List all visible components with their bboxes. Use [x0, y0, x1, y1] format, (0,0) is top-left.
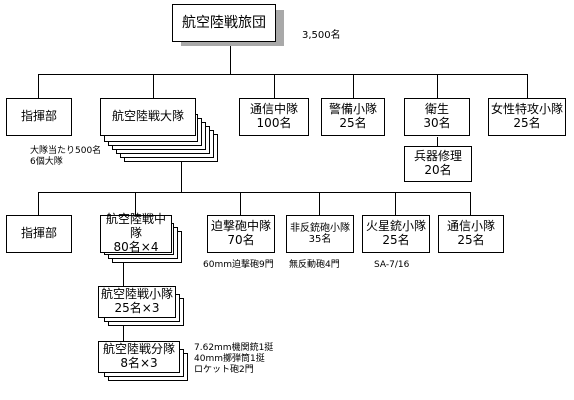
recoilless-note: 無反動砲4門 — [289, 260, 340, 270]
company-count: 80名×4 — [113, 239, 159, 254]
signal-platoon-box: 通信小隊 25名 — [438, 215, 504, 253]
mortar-note: 60mm迫撃砲9門 — [203, 260, 274, 270]
company-name: 航空陸戦中隊 — [105, 212, 166, 241]
battalion-box: 航空陸戦大隊 — [100, 98, 196, 136]
battalion-note: 大隊当たり500名 6個大隊 — [30, 146, 101, 168]
signal-company-count: 100名 — [256, 116, 292, 130]
company-box: 航空陸戦中隊 80名×4 — [100, 212, 172, 254]
recoilless-platoon-box: 非反銃砲小隊 35名 — [286, 215, 354, 253]
female-platoon-name: 女性特攻小隊 — [490, 102, 563, 117]
squad-note-line: 7.62mm機関銃1挺 — [194, 343, 274, 353]
recoilless-platoon-name: 非反銃砲小隊 — [290, 222, 350, 234]
battalion-hq-box: 指揮部 — [6, 215, 72, 253]
squad-note: 7.62mm機関銃1挺 40mm擲弾筒1挺 ロケット砲2門 — [194, 343, 273, 375]
platoon-count: 25名×3 — [114, 301, 160, 315]
female-platoon-box: 女性特攻小隊 25名 — [488, 98, 566, 136]
sam-platoon-box: 火星銃小隊 25名 — [362, 215, 430, 253]
squad-note-line: ロケット砲2門 — [194, 364, 254, 375]
signal-platoon-name: 通信小隊 — [446, 219, 495, 234]
squad-count: 8名×3 — [120, 356, 158, 370]
platoon-box: 航空陸戦小隊 25名×3 — [98, 286, 176, 318]
signal-company-name: 通信中隊 — [249, 102, 298, 117]
guard-platoon-box: 警備小隊 25名 — [321, 98, 385, 136]
battalion-label: 航空陸戦大隊 — [111, 109, 184, 124]
brigade-box: 航空陸戦旅団 — [172, 4, 276, 42]
mortar-company-count: 70名 — [227, 233, 255, 247]
ordnance-repair-name: 兵器修理 — [413, 149, 462, 164]
mortar-company-box: 迫撃砲中隊 70名 — [207, 215, 275, 253]
battalion-hq-label: 指揮部 — [20, 226, 57, 241]
squad-note-line: 40mm擲弾筒1挺 — [194, 353, 265, 364]
sam-platoon-name: 火星銃小隊 — [365, 219, 426, 234]
sam-note: SA-7/16 — [374, 260, 410, 270]
signal-platoon-count: 25名 — [457, 233, 485, 247]
ordnance-repair-count: 20名 — [424, 163, 452, 177]
battalion-note-line: 6個大隊 — [30, 156, 63, 167]
squad-box: 航空陸戦分隊 8名×3 — [98, 341, 180, 373]
mortar-company-name: 迫撃砲中隊 — [210, 219, 271, 234]
brigade-title: 航空陸戦旅団 — [182, 14, 266, 31]
female-platoon-count: 25名 — [513, 116, 541, 130]
brigade-strength: 3,500名 — [302, 30, 341, 41]
brigade-hq-box: 指揮部 — [6, 98, 72, 136]
battalion-note-line: 大隊当たり500名 — [30, 146, 102, 156]
ordnance-repair-box: 兵器修理 20名 — [404, 146, 472, 182]
recoilless-platoon-count: 35名 — [308, 234, 332, 245]
sam-platoon-count: 25名 — [382, 233, 410, 247]
brigade-hq-label: 指揮部 — [20, 109, 57, 124]
platoon-name: 航空陸戦小隊 — [100, 287, 173, 302]
medical-count: 30名 — [423, 116, 451, 130]
signal-company-box: 通信中隊 100名 — [239, 98, 309, 136]
medical-box: 衛生 30名 — [404, 98, 470, 136]
squad-name: 航空陸戦分隊 — [102, 342, 175, 357]
medical-name: 衛生 — [424, 102, 449, 117]
guard-platoon-name: 警備小隊 — [328, 102, 377, 117]
guard-platoon-count: 25名 — [339, 116, 367, 130]
